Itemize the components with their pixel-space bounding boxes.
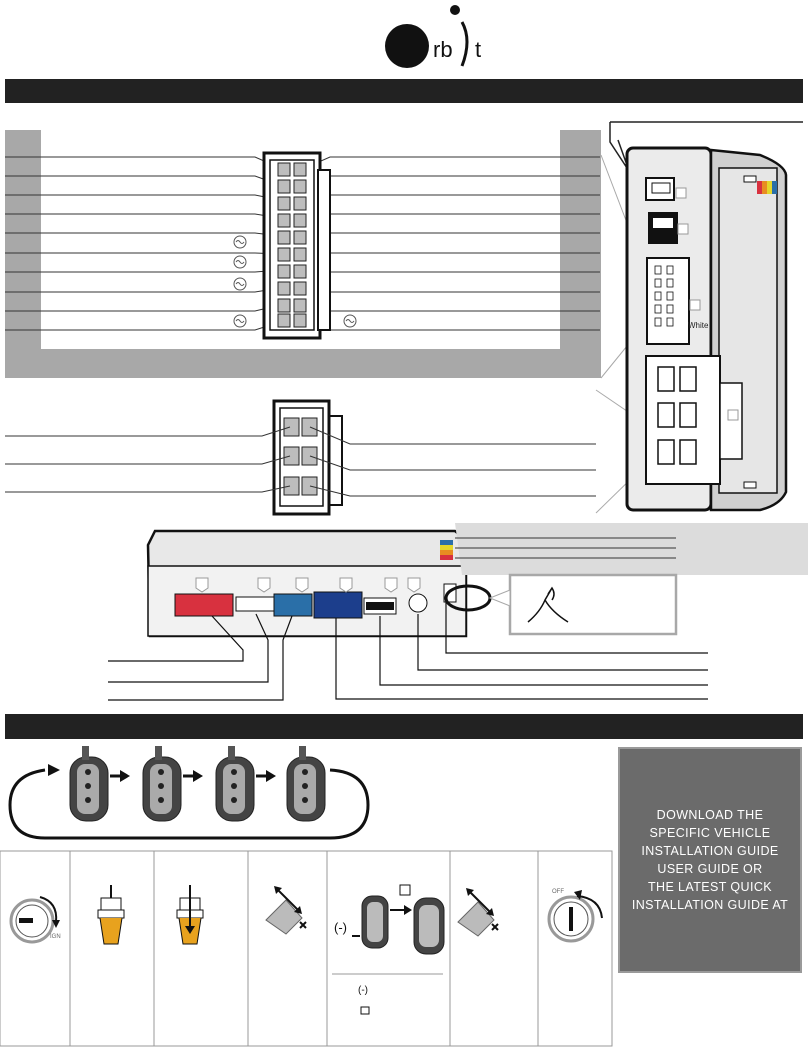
remote-cycle-diagram xyxy=(8,746,370,840)
steps-table xyxy=(0,850,613,1047)
download-line-3: INSTALLATION GUIDE xyxy=(641,844,779,858)
valet-button-press-icon xyxy=(176,885,204,945)
right-wires-main xyxy=(304,156,600,331)
left-wires-main xyxy=(5,156,281,331)
module-color-led-strip xyxy=(757,181,777,194)
minus-label: (-) xyxy=(334,920,347,935)
top-led-strip xyxy=(440,540,453,560)
logo-rb-text: rb xyxy=(433,37,453,62)
logo-i-arc xyxy=(460,21,469,67)
download-line-1: DOWNLOAD THE xyxy=(656,808,764,822)
module-white-label: White xyxy=(688,321,709,330)
valet-button-icon xyxy=(97,885,125,945)
red-connector xyxy=(174,593,234,617)
download-line-5: THE LATEST QUICK xyxy=(647,880,772,894)
orbit-logo: rb t xyxy=(385,5,481,68)
legend-minus-label: (-) xyxy=(358,985,368,996)
download-line-2: SPECIFIC VEHICLE xyxy=(649,826,771,840)
cut-loop-callout xyxy=(508,573,678,636)
remote-programming-step: (-) (-) xyxy=(332,884,445,1015)
hand-wave-icon-1 xyxy=(265,886,307,935)
module-side-view: White xyxy=(609,121,803,512)
gray-panel xyxy=(5,130,646,379)
remote-fob-2 xyxy=(142,746,182,822)
logo-t-text: t xyxy=(475,37,481,62)
white-connector xyxy=(235,596,275,612)
section-band-bottom xyxy=(5,714,803,739)
remote-fob-1 xyxy=(69,746,109,822)
off-label: OFF xyxy=(552,889,564,895)
pliers-icon xyxy=(527,586,569,623)
module-top-view xyxy=(146,523,808,638)
logo-i-dot xyxy=(450,5,460,15)
lock-icon xyxy=(360,1006,370,1015)
logo-o-circle xyxy=(385,24,429,68)
download-guide-box: DOWNLOAD THE SPECIFIC VEHICLE INSTALLATI… xyxy=(618,747,802,973)
download-line-4: USER GUIDE OR xyxy=(657,862,763,876)
ignition-off-icon: OFF xyxy=(547,889,603,943)
hand-wave-icon-2 xyxy=(457,888,499,937)
button-connector-icon xyxy=(408,593,428,613)
remote-fob-3 xyxy=(215,746,255,822)
main-harness-connector xyxy=(262,151,331,340)
tilde-markers xyxy=(233,235,357,328)
ign-label: IGN xyxy=(50,934,61,940)
section-band-top xyxy=(5,79,803,103)
ignition-on-icon: IGN xyxy=(9,896,61,944)
download-guide-text: DOWNLOAD THE SPECIFIC VEHICLE INSTALLATI… xyxy=(632,806,788,914)
download-line-6: INSTALLATION GUIDE AT xyxy=(631,898,789,912)
remote-fob-4 xyxy=(286,746,326,822)
six-pin-wires xyxy=(5,389,641,514)
blue-connector xyxy=(273,593,313,617)
top-view-leader-lines xyxy=(108,602,708,701)
navy-connector xyxy=(313,591,363,619)
